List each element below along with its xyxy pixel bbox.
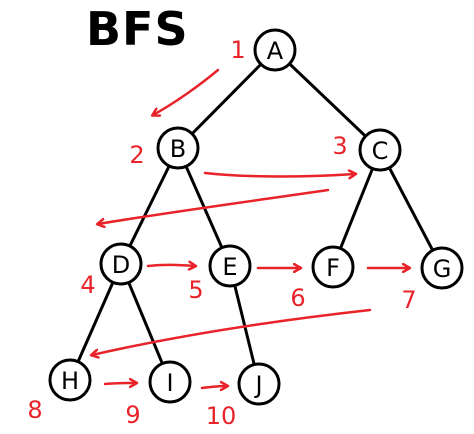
node-label-e: E bbox=[222, 253, 237, 281]
visit-order-a: 1 bbox=[230, 36, 245, 64]
node-f: F bbox=[311, 245, 355, 289]
node-label-d: D bbox=[112, 251, 130, 279]
traversal-arrows bbox=[92, 68, 409, 388]
node-circle-f bbox=[311, 245, 355, 289]
edge-a-c bbox=[273, 48, 382, 152]
node-circle-a bbox=[253, 28, 297, 72]
visit-order-c: 3 bbox=[332, 132, 347, 160]
node-e: E bbox=[208, 244, 252, 288]
node-j: J bbox=[237, 362, 281, 406]
node-a: A bbox=[253, 28, 297, 72]
diagram-title: BFS bbox=[86, 2, 189, 56]
node-circle-j bbox=[237, 362, 281, 406]
node-label-i: I bbox=[166, 369, 173, 397]
node-g: G bbox=[420, 246, 464, 290]
tree-edges bbox=[68, 48, 444, 386]
edge-b-d bbox=[119, 146, 180, 266]
node-circle-e bbox=[208, 244, 252, 288]
node-label-b: B bbox=[170, 135, 186, 163]
visit-order-j: 10 bbox=[206, 402, 237, 430]
node-label-g: G bbox=[433, 255, 452, 283]
visit-order-b: 2 bbox=[129, 141, 144, 169]
node-circle-d bbox=[99, 242, 143, 286]
visit-order-d: 4 bbox=[80, 271, 95, 299]
node-circle-b bbox=[156, 126, 200, 170]
node-d: D bbox=[99, 242, 143, 286]
visit-order-e: 5 bbox=[188, 276, 203, 304]
node-label-a: A bbox=[267, 37, 284, 65]
arrow-i-to-j bbox=[200, 386, 227, 388]
edge-a-b bbox=[176, 48, 277, 150]
node-c: C bbox=[358, 128, 402, 172]
node-circle-g bbox=[420, 246, 464, 290]
node-label-f: F bbox=[326, 254, 340, 282]
visit-order-g: 7 bbox=[401, 286, 416, 314]
edge-c-g bbox=[378, 148, 444, 270]
visit-order-f: 6 bbox=[290, 284, 305, 312]
arrow-h-to-i bbox=[103, 383, 136, 384]
node-b: B bbox=[156, 126, 200, 170]
node-i: I bbox=[148, 360, 192, 404]
arrow-g-to-h bbox=[92, 308, 372, 355]
node-h: H bbox=[48, 358, 92, 402]
arrow-b-to-c bbox=[203, 173, 355, 177]
visit-order-h: 8 bbox=[27, 396, 42, 424]
node-circle-i bbox=[148, 360, 192, 404]
node-circle-h bbox=[48, 358, 92, 402]
arrow-a-to-b bbox=[153, 68, 220, 115]
arrow-c-to-d bbox=[98, 188, 330, 224]
tree-nodes: A B C D E F G H I J bbox=[48, 28, 464, 406]
arrow-d-to-e bbox=[146, 265, 195, 266]
node-label-h: H bbox=[61, 367, 79, 395]
visit-order-labels: 1 2 3 4 5 6 7 8 9 10 bbox=[27, 36, 416, 430]
node-label-j: J bbox=[253, 371, 262, 399]
node-circle-c bbox=[358, 128, 402, 172]
node-label-c: C bbox=[372, 137, 389, 165]
visit-order-i: 9 bbox=[125, 401, 140, 429]
